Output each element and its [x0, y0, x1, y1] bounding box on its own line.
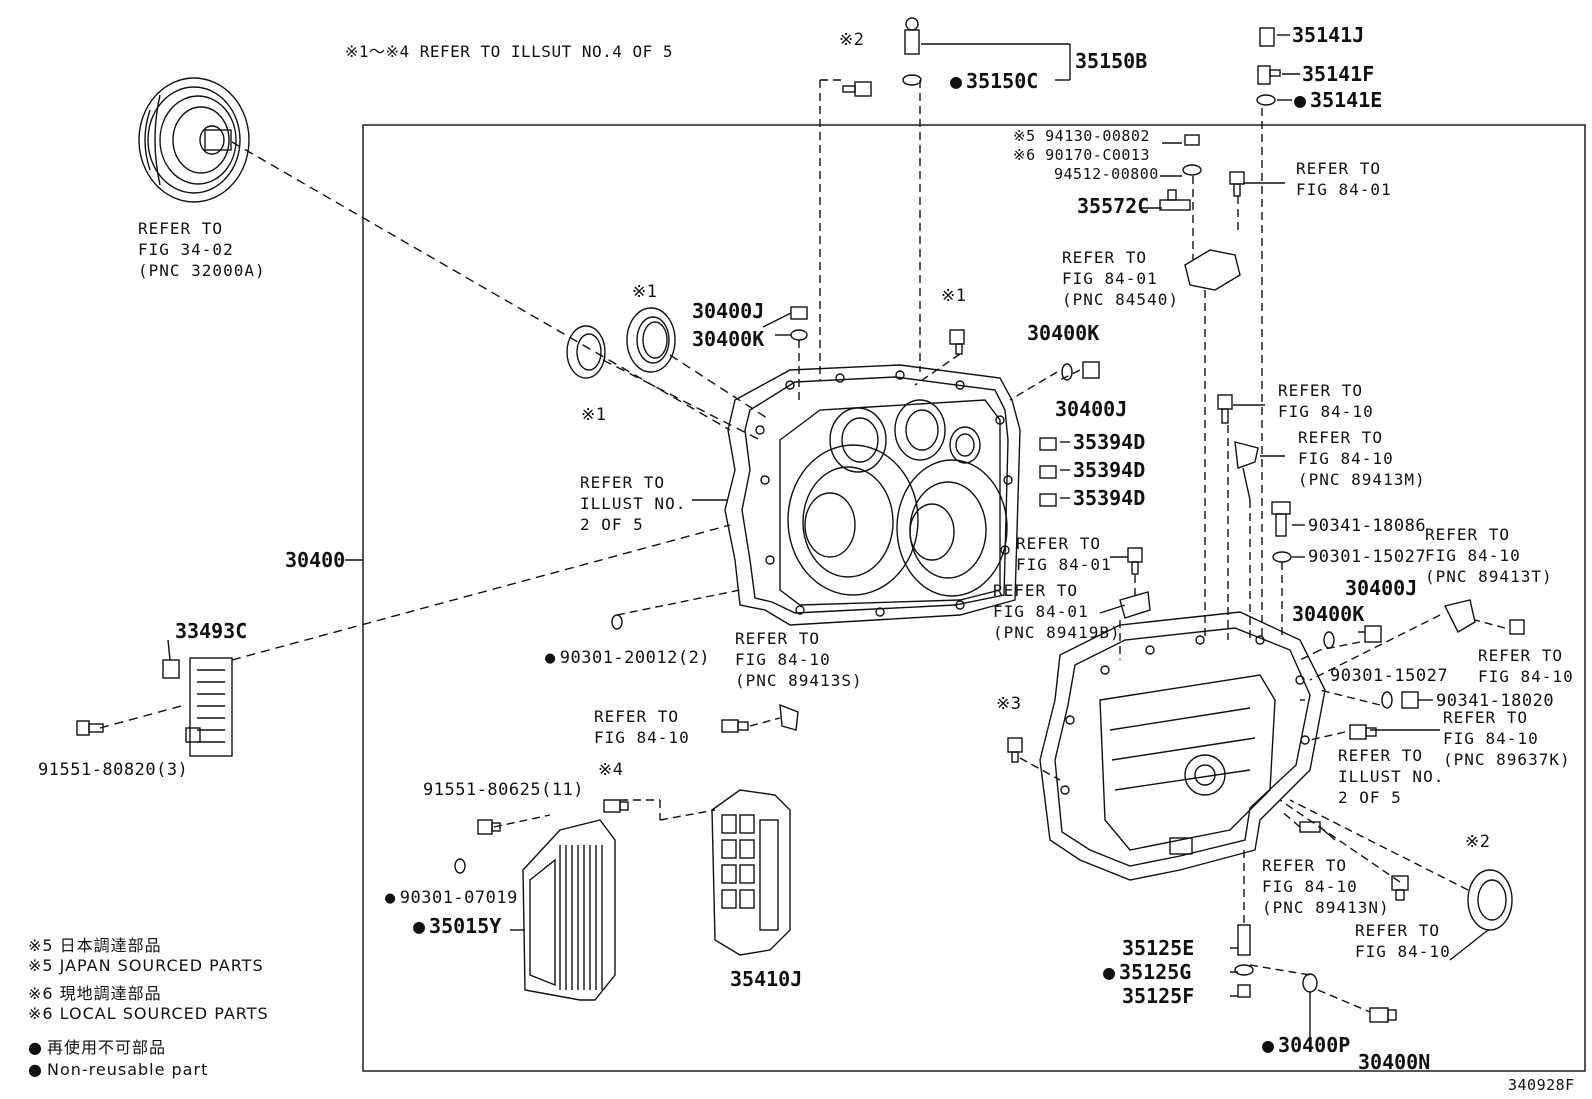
part-35141J[interactable]: 35141J	[1292, 23, 1365, 47]
mark-2-top: ※2	[839, 30, 865, 50]
part-30400J-b[interactable]: 30400J	[1055, 397, 1128, 421]
part-30400K-b[interactable]: 30400K	[1027, 321, 1100, 345]
part-91551-80625[interactable]: 91551-80625(11)	[423, 780, 585, 800]
mark-1-bolt: ※1	[941, 286, 967, 306]
part-30400N[interactable]: 30400N	[1358, 1050, 1431, 1074]
legend-5-en: ※5 JAPAN SOURCED PARTS	[28, 956, 264, 975]
ref-fig-84-01-pnc-84540[interactable]: REFER TO FIG 84-01 (PNC 84540)	[1062, 248, 1179, 309]
part-90301-15027-a[interactable]: 90301-15027	[1308, 547, 1427, 567]
transaxle-housing-illustration	[724, 364, 1021, 626]
part-90170-C0013[interactable]: ※6 90170-C0013	[1013, 146, 1150, 164]
part-35141E[interactable]: 35141E	[1294, 89, 1382, 111]
part-90301-07019[interactable]: 90301-07019	[385, 888, 518, 908]
part-91551-80820[interactable]: 91551-80820(3)	[38, 760, 189, 780]
figure-code: 340928F	[1508, 1076, 1575, 1094]
part-30400P[interactable]: 30400P	[1262, 1034, 1350, 1056]
part-35125G[interactable]: 35125G	[1103, 961, 1191, 983]
ref-fig-84-01-a[interactable]: REFER TO FIG 84-01	[1296, 159, 1392, 199]
mark-1-seal-left: ※1	[581, 405, 607, 425]
part-35141F[interactable]: 35141F	[1302, 62, 1375, 86]
part-30400J-a[interactable]: 30400J	[692, 299, 765, 323]
part-94512-00800[interactable]: 94512-00800	[1054, 165, 1159, 183]
part-35150C[interactable]: 35150C	[950, 70, 1038, 92]
transaxle-case-illustration	[1039, 611, 1326, 881]
valve-body-cover-illustration	[522, 819, 616, 1001]
ref-fig-84-01-pnc-89419B[interactable]: REFER TO FIG 84-01 (PNC 89419B)	[993, 581, 1121, 642]
oil-seal-left	[566, 325, 606, 379]
ref-fig-84-10-pnc-89637K[interactable]: REFER TO FIG 84-10 (PNC 89637K)	[1443, 708, 1571, 769]
legend-nonreusable-jp: 再使用不可部品	[28, 1034, 166, 1058]
part-35150B[interactable]: 35150B	[1075, 49, 1148, 73]
ref-fig-84-10-b[interactable]: REFER TO FIG 84-10	[594, 707, 690, 747]
oil-seal-right	[626, 307, 676, 373]
header-note: ※1～※4 REFER TO ILLSUT NO.4 OF 5	[345, 42, 674, 61]
mark-3: ※3	[996, 694, 1022, 714]
ref-fig-84-10-pnc-89413M[interactable]: REFER TO FIG 84-10 (PNC 89413M)	[1298, 428, 1426, 489]
ref-fig-34-02[interactable]: REFER TO FIG 34-02 (PNC 32000A)	[138, 219, 266, 280]
part-30400K-a[interactable]: 30400K	[692, 327, 765, 351]
legend-nonreusable-en: Non-reusable part	[28, 1060, 208, 1079]
part-90341-18020[interactable]: 90341-18020	[1436, 691, 1555, 711]
ref-fig-84-10-c[interactable]: REFER TO FIG 84-10	[1478, 646, 1574, 686]
legend-6-en: ※6 LOCAL SOURCED PARTS	[28, 1004, 269, 1023]
mark-4: ※4	[598, 760, 624, 780]
part-35394D-1[interactable]: 35394D	[1073, 430, 1146, 454]
part-30400K-c[interactable]: 30400K	[1292, 602, 1365, 626]
legend-6-jp: ※6 現地調達部品	[28, 984, 162, 1003]
torque-converter-illustration	[138, 77, 250, 203]
ref-fig-84-10-pnc-89413T[interactable]: REFER TO FIG 84-10 (PNC 89413T)	[1425, 525, 1553, 586]
ref-fig-84-10-pnc-89413N[interactable]: REFER TO FIG 84-10 (PNC 89413N)	[1262, 856, 1390, 917]
part-35410J[interactable]: 35410J	[730, 967, 803, 991]
part-90301-20012[interactable]: 90301-20012(2)	[545, 648, 710, 668]
ref-fig-84-10-d[interactable]: REFER TO FIG 84-10	[1355, 921, 1451, 961]
valve-body-illustration	[711, 789, 791, 956]
part-35394D-3[interactable]: 35394D	[1073, 486, 1146, 510]
mark-1-seal-right: ※1	[632, 282, 658, 302]
part-33493C[interactable]: 33493C	[175, 619, 248, 643]
ref-fig-84-01-b[interactable]: REFER TO FIG 84-01	[1016, 534, 1112, 574]
oil-seal-bottom-right	[1467, 869, 1513, 931]
legend-5-jp: ※5 日本調達部品	[28, 936, 162, 955]
part-35394D-2[interactable]: 35394D	[1073, 458, 1146, 482]
part-90301-15027-b[interactable]: 90301-15027	[1330, 666, 1449, 686]
ref-fig-84-10-pnc-89413S[interactable]: REFER TO FIG 84-10 (PNC 89413S)	[735, 629, 863, 690]
part-35572C[interactable]: 35572C	[1077, 194, 1150, 218]
mark-2-right: ※2	[1465, 832, 1491, 852]
part-90341-18086[interactable]: 90341-18086	[1308, 516, 1427, 536]
part-35015Y[interactable]: 35015Y	[413, 915, 501, 937]
oil-cooler-illustration	[162, 657, 233, 757]
assembly-frame	[362, 124, 1586, 1072]
ref-illust-2-of-5-b[interactable]: REFER TO ILLUST NO. 2 OF 5	[1338, 746, 1445, 807]
part-35125E[interactable]: 35125E	[1122, 936, 1195, 960]
ref-fig-84-10-a[interactable]: REFER TO FIG 84-10	[1278, 381, 1374, 421]
part-30400J-c[interactable]: 30400J	[1345, 576, 1418, 600]
part-30400[interactable]: 30400	[285, 548, 346, 572]
ref-illust-2-of-5-a[interactable]: REFER TO ILLUST NO. 2 OF 5	[580, 473, 687, 534]
part-35125F[interactable]: 35125F	[1122, 984, 1195, 1008]
part-94130-00802[interactable]: ※5 94130-00802	[1013, 127, 1150, 145]
